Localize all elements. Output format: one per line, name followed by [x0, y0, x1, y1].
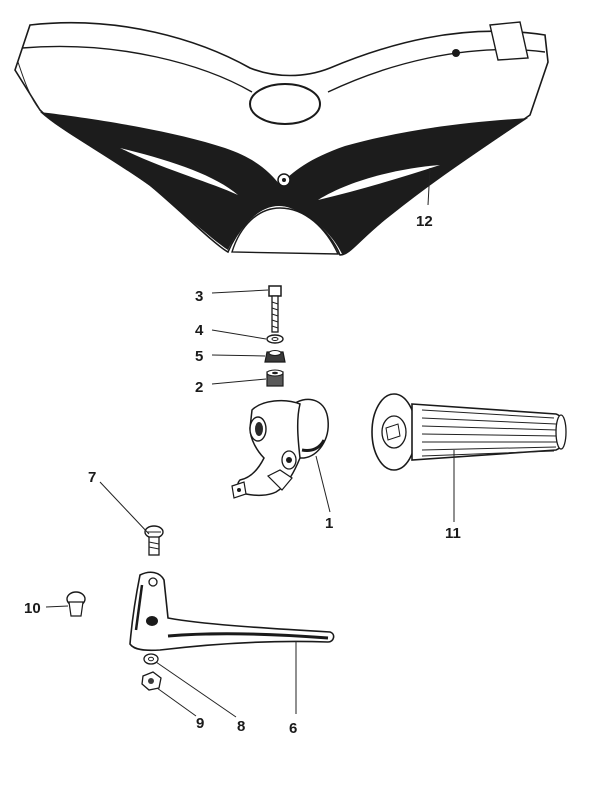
- leader-2: [211, 378, 267, 385]
- washer: [266, 334, 284, 344]
- leader-3: [211, 289, 269, 294]
- callout-4: 4: [195, 322, 204, 339]
- callout-2: 2: [195, 379, 203, 396]
- callout-6: 6: [289, 720, 297, 737]
- leader-lines: [45, 167, 455, 718]
- bolt: [268, 285, 282, 333]
- leader-7: [99, 481, 150, 535]
- handlebar-cover: [14, 21, 549, 256]
- leader-5: [211, 354, 266, 357]
- callout-1: 1: [325, 515, 333, 532]
- small-nut: [141, 671, 162, 691]
- callout-9: 9: [196, 715, 204, 732]
- lever-screw: [144, 525, 164, 556]
- callout-3: 3: [195, 288, 203, 305]
- callout-7: 7: [88, 469, 96, 486]
- handlebar-grip: [371, 393, 567, 471]
- leader-1: [315, 455, 331, 513]
- leader-4: [211, 329, 267, 340]
- leader-12: [427, 167, 431, 206]
- lever-bracket: [231, 398, 329, 499]
- nut: [264, 350, 286, 363]
- callout-5: 5: [195, 348, 203, 365]
- callout-10: 10: [24, 600, 41, 617]
- leader-9: [156, 687, 197, 717]
- callout-8: 8: [237, 718, 245, 735]
- hand-lever: [129, 571, 335, 652]
- small-washer: [143, 653, 159, 665]
- lever-cap: [66, 591, 86, 617]
- spacer: [266, 369, 284, 387]
- callout-11: 11: [445, 525, 461, 542]
- leader-10: [45, 605, 69, 608]
- callouts: 12 3 4 5 2 1 11 7 10 6 8 9: [24, 213, 461, 737]
- callout-12: 12: [416, 213, 433, 230]
- leader-8: [155, 661, 237, 718]
